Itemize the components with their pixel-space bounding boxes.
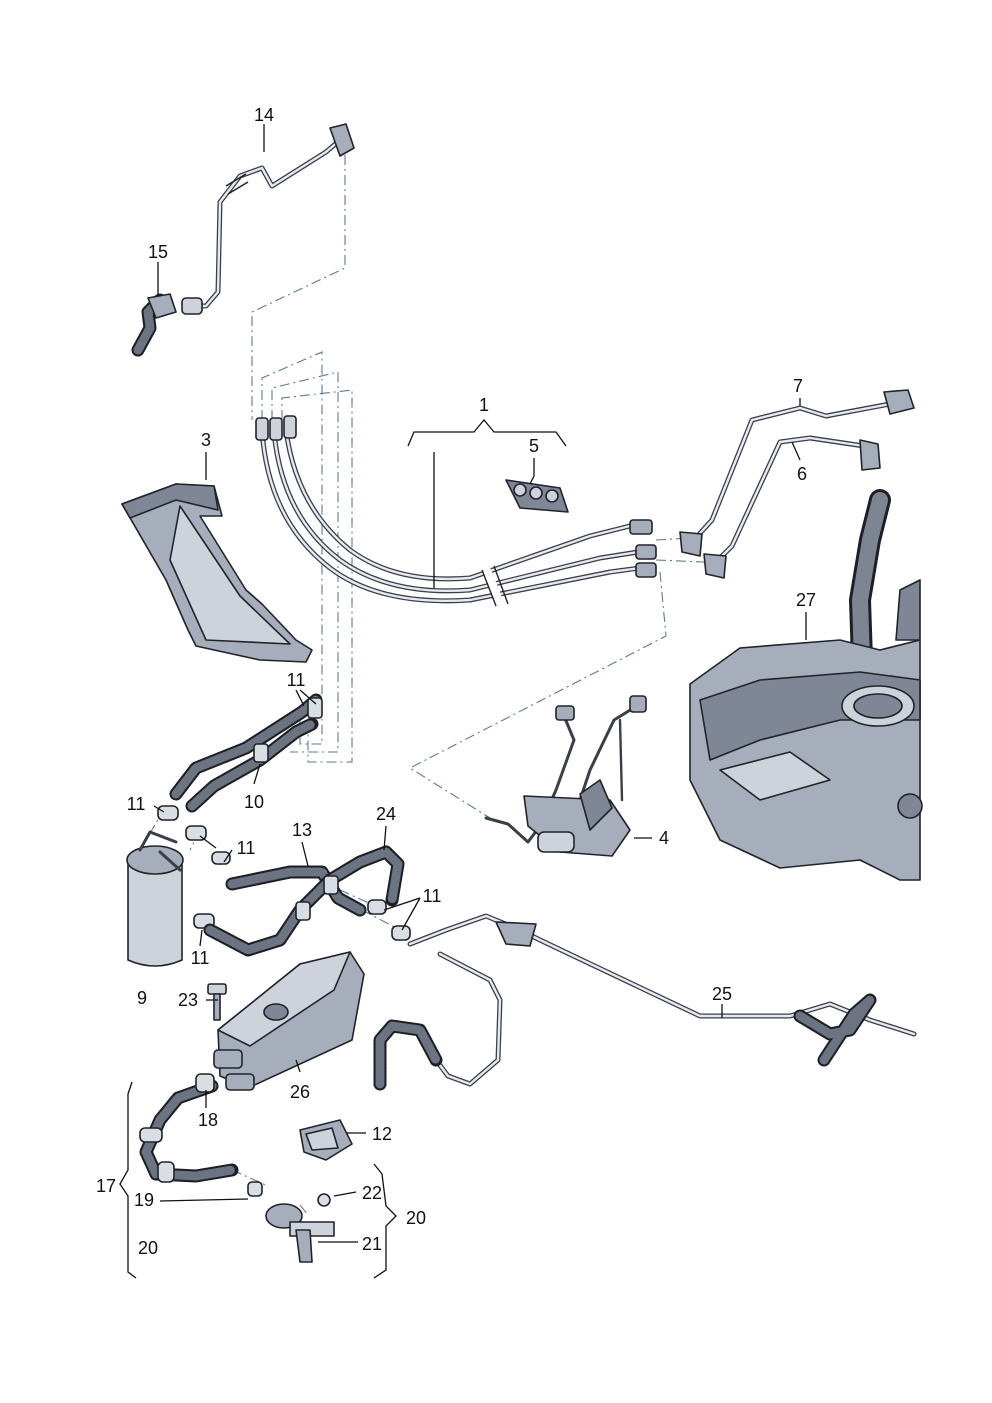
label-9: 9: [137, 988, 147, 1008]
sensor-harness-4: [484, 695, 647, 857]
label-3: 3: [201, 430, 211, 450]
fuel-line-25: [373, 913, 917, 1091]
label-1: 1: [479, 395, 489, 415]
hose-17: [139, 1073, 239, 1183]
label-15: 15: [148, 242, 168, 262]
label-11-left: 11: [127, 794, 146, 814]
pipe-clip-5: [505, 479, 569, 513]
label-25: 25: [712, 984, 732, 1004]
valve-20: [247, 1181, 335, 1263]
label-6: 6: [797, 464, 807, 484]
fuel-tank-27: [689, 489, 923, 881]
bolt-23: [207, 983, 227, 1021]
fuel-pipe-bundle-1: [255, 415, 657, 610]
guard-3: [121, 483, 313, 663]
label-20-right: 20: [406, 1208, 426, 1228]
label-18: 18: [198, 1110, 218, 1130]
label-24: 24: [376, 804, 396, 824]
label-17: 17: [96, 1176, 116, 1196]
label-26: 26: [290, 1082, 310, 1102]
label-11-mid: 11: [237, 838, 256, 858]
label-11-bottom: 11: [191, 948, 210, 968]
leader-lines: [119, 124, 807, 1279]
label-5: 5: [529, 436, 539, 456]
label-19: 19: [134, 1190, 154, 1210]
label-27: 27: [796, 590, 816, 610]
label-21: 21: [362, 1234, 382, 1254]
callout-labels: 14 15 1 5 3 7 6 27 11 11 10 11 13 24 11 …: [96, 105, 816, 1258]
label-14: 14: [254, 105, 274, 125]
label-20-left: 20: [138, 1238, 158, 1258]
label-22: 22: [362, 1183, 382, 1203]
fuel-line-15: [131, 293, 177, 357]
label-4: 4: [659, 828, 669, 848]
label-11-right: 11: [423, 886, 442, 906]
fuel-lines-6-7: [679, 389, 915, 579]
label-23: 23: [178, 990, 198, 1010]
hoses-13-24: [203, 845, 405, 957]
fuel-cooler-26: [213, 951, 365, 1091]
label-11-top: 11: [287, 670, 306, 690]
bracket-12: [299, 1119, 353, 1161]
fuel-line-14: [181, 123, 355, 315]
hose-10: [169, 693, 323, 813]
label-7: 7: [793, 376, 803, 396]
label-10: 10: [244, 792, 264, 812]
fuel-filter-9: [126, 830, 184, 967]
label-12: 12: [372, 1124, 392, 1144]
label-13: 13: [292, 820, 312, 840]
